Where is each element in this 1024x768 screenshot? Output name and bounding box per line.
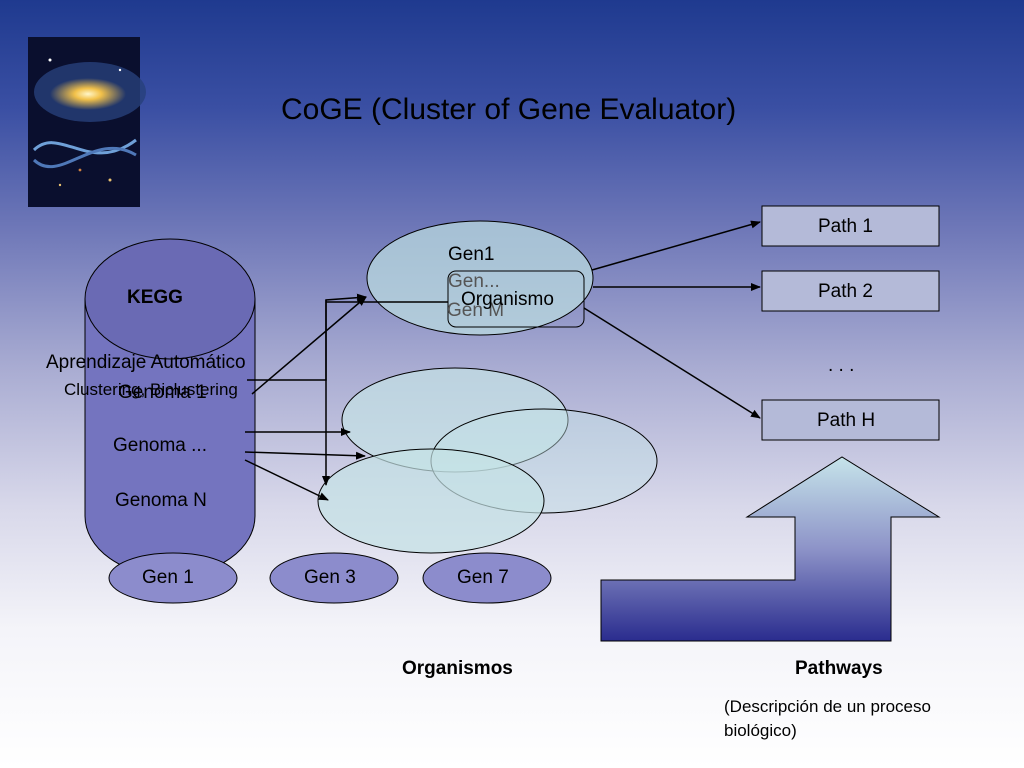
organism-gene-m: Gen M xyxy=(447,300,505,321)
genome-n-label: Genoma N xyxy=(115,490,207,511)
slide-title: CoGE (Cluster of Gene Evaluator) xyxy=(281,93,737,126)
organism-label-box xyxy=(447,270,585,328)
path-h-label: Path H xyxy=(817,410,876,431)
gene-ellipse-7 xyxy=(422,552,552,604)
path-ellipsis: . . . xyxy=(828,355,855,376)
pathways-caption: Pathways xyxy=(795,658,883,679)
clustering-label: Clustering, Biclustering xyxy=(64,380,238,399)
pathways-up-arrow xyxy=(600,456,941,642)
kegg-label: KEGG xyxy=(127,287,183,308)
gene-label-3: Gen 3 xyxy=(304,567,356,588)
genome-1-label: Genoma 1 xyxy=(118,382,207,403)
genome-mid-label: Genoma ... xyxy=(113,435,207,456)
organism-label: Organismo xyxy=(461,289,554,310)
arrow-to-organism xyxy=(247,293,367,381)
path-box-1 xyxy=(761,205,940,247)
path-1-label: Path 1 xyxy=(818,216,873,237)
gene-label-7: Gen 7 xyxy=(457,567,509,588)
machine-learning-label: Aprendizaje Automático xyxy=(46,352,246,373)
pathways-description-line-1: (Descripción de un proceso xyxy=(724,697,931,716)
path-boxes xyxy=(761,205,940,441)
organism-ellipses xyxy=(317,220,658,554)
arrow-to-path-h xyxy=(583,307,761,419)
galaxy-dna-image xyxy=(28,37,146,207)
arrow-kegg-to-top-organism xyxy=(251,296,367,395)
connector-arrows xyxy=(244,220,761,501)
gene-label-1: Gen 1 xyxy=(142,567,194,588)
organism-ellipse-top xyxy=(366,220,594,336)
organisms-caption: Organismos xyxy=(402,658,513,679)
arrow-to-path-1 xyxy=(591,220,761,271)
organism-gene-1: Gen1 xyxy=(448,244,495,265)
arrow-genoma-to-c xyxy=(244,459,329,501)
gene-ellipse-3 xyxy=(269,552,399,604)
arrow-genoma-to-b xyxy=(244,451,366,460)
kegg-database-cylinder xyxy=(84,238,256,577)
path-box-2 xyxy=(761,270,940,312)
path-box-h xyxy=(761,399,940,441)
path-2-label: Path 2 xyxy=(818,281,873,302)
organism-gene-mid: Gen... xyxy=(448,271,500,292)
pathways-description-line-2: biológico) xyxy=(724,721,797,740)
organism-ellipse-c xyxy=(317,448,545,554)
gene-ellipse-1 xyxy=(108,552,238,604)
gene-ellipses xyxy=(108,552,552,604)
